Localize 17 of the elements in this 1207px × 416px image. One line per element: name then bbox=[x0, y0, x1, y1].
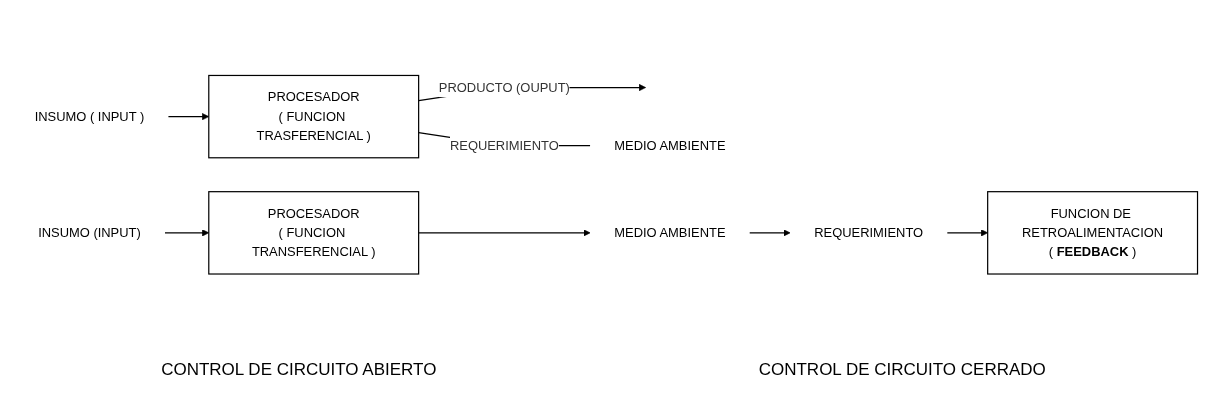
flowchart: PRODUCTO (OUPUT) REQUERIMIENTO INSUMO ( INPUT ) PROCESADOR ( FUNCION TRASFERENCIAL ) MEDIO AMBIENTE INSUMO (INPUT) PROCESADOR ( FUNCION TRANSFERENCIAL ) MEDIO AMBIENTE FUNCION DE RETROALIMENTACION ( FEEDBACK ) REQUERIMIENTO bbox=[3, 69, 1204, 281]
edge-label: REQUERIMIENTO bbox=[449, 138, 559, 153]
node-box bbox=[986, 191, 1198, 275]
node-text: REQUERIMIENTO bbox=[813, 225, 923, 240]
node-text: MEDIO AMBIENTE bbox=[613, 138, 725, 153]
arrow bbox=[946, 229, 988, 237]
node-box bbox=[207, 75, 419, 159]
diagram-caption: CONTROL DE CIRCUITO ABIERTO bbox=[161, 360, 437, 380]
arrow bbox=[748, 229, 790, 237]
diagram-caption: CONTROL DE CIRCUITO CERRADO bbox=[758, 360, 1046, 380]
node-text: MEDIO AMBIENTE bbox=[613, 225, 725, 240]
arrow bbox=[167, 113, 209, 121]
node-text: INSUMO ( INPUT ) bbox=[34, 109, 144, 124]
arrow bbox=[163, 229, 209, 237]
node-text: INSUMO (INPUT) bbox=[37, 225, 141, 240]
edge-label: PRODUCTO (OUPUT) bbox=[438, 80, 570, 95]
node-box bbox=[207, 191, 419, 275]
